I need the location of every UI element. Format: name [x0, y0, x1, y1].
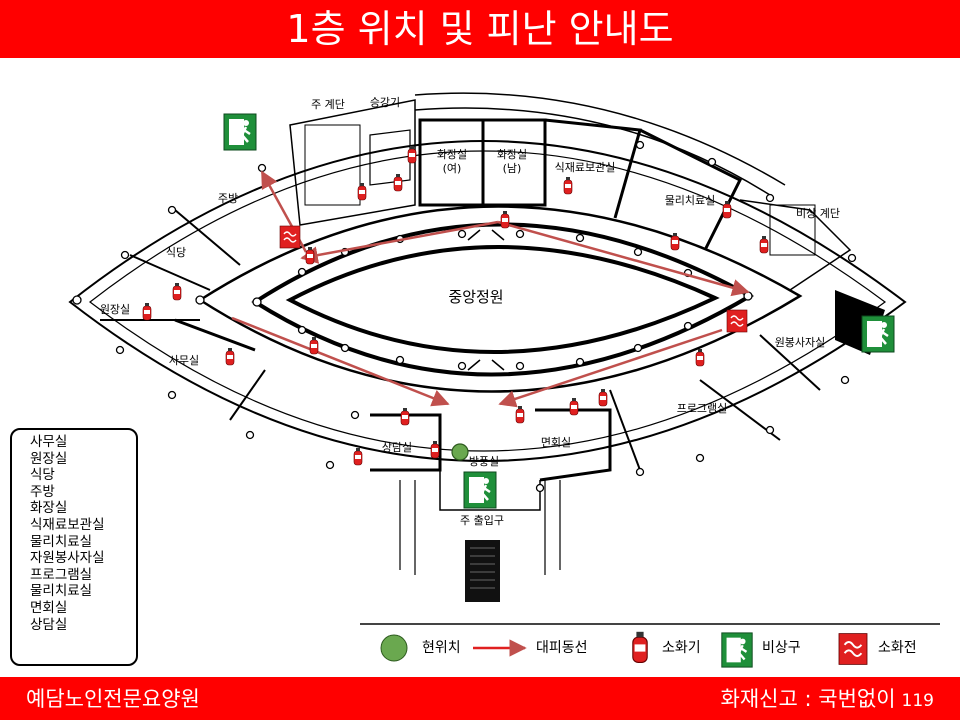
room-elevator: 승강기	[370, 96, 400, 109]
floor-plan: 중앙정원 주 계단 승강기 화장실 (여) 화장실 (남) 식재료보관실 물리치…	[68, 92, 907, 602]
room-list-box: 사무실 원장실 식당 주방 화장실 식재료보관실 물리치료실 자원봉사자실 프로…	[10, 428, 138, 666]
room-list-item: 화장실	[30, 500, 68, 517]
room-kitchen: 주방	[218, 192, 238, 205]
legend-symbols	[380, 630, 868, 669]
central-garden-label: 중앙정원	[448, 288, 503, 306]
org-name: 예담노인전문요양원	[26, 687, 200, 711]
room-toilet-male: 화장실	[497, 148, 527, 161]
legend-current: 현위치	[422, 640, 461, 656]
room-list-item: 식당	[30, 467, 55, 484]
legend: 현위치 대피동선 소화기 비상구 소화전	[360, 623, 940, 671]
room-main-entrance: 주 출입구	[460, 514, 504, 527]
room-volunteer: 원봉사자실	[775, 336, 826, 349]
exit-sign-marker	[462, 470, 498, 510]
room-office: 사무실	[169, 354, 199, 367]
fire-number: 119	[901, 691, 934, 711]
room-visit: 면회실	[541, 436, 571, 449]
room-toilet-female-sub: (여)	[443, 162, 462, 175]
legend-route: 대피동선	[536, 640, 588, 656]
exit-sign-marker	[222, 112, 258, 152]
legend-hydrant-icon	[838, 632, 868, 666]
legend-extinguisher: 소화기	[662, 640, 701, 656]
room-physio: 물리치료실	[665, 194, 716, 207]
room-toilet-male-sub: (남)	[503, 162, 522, 175]
building-outline	[68, 140, 907, 462]
page-title: 1층 위치 및 피난 안내도	[286, 7, 674, 51]
hydrant-marker	[726, 309, 748, 333]
room-windbreak: 방풍실	[469, 455, 499, 468]
room-emergency-stair: 비상 계단	[796, 207, 840, 220]
legend-hydrant: 소화전	[878, 640, 917, 656]
room-toilet-female: 화장실	[437, 148, 467, 161]
room-list-item: 물리치료실	[30, 583, 93, 600]
legend-extinguisher-icon	[631, 630, 649, 664]
room-program: 프로그램실	[677, 402, 728, 415]
room-list-item: 프로그램실	[30, 566, 93, 583]
room-list-item: 자원봉사자실	[30, 550, 105, 567]
legend-exit: 비상구	[762, 640, 801, 656]
room-list-item: 주방	[30, 483, 55, 500]
exit-sign-marker	[860, 314, 896, 354]
room-list-item: 식재료보관실	[30, 516, 105, 533]
room-dining: 식당	[166, 246, 186, 259]
room-list-item: 상담실	[30, 616, 68, 633]
title-banner: 1층 위치 및 피난 안내도	[0, 0, 960, 58]
room-main-stair: 주 계단	[311, 98, 345, 111]
room-list-item: 물리치료실	[30, 533, 93, 550]
fire-report-label: 화재신고 : 국번없이	[720, 687, 896, 711]
room-counsel: 상담실	[382, 441, 412, 454]
current-position-marker	[451, 443, 469, 461]
room-list-item: 사무실	[30, 434, 68, 450]
room-list-item: 원장실	[30, 450, 68, 467]
legend-exit-icon	[720, 631, 754, 669]
room-director: 원장실	[100, 303, 130, 316]
room-food-storage: 식재료보관실	[555, 161, 616, 174]
hydrant-marker	[279, 225, 301, 249]
legend-current-icon	[380, 634, 408, 662]
room-list-item: 면회실	[30, 599, 68, 616]
